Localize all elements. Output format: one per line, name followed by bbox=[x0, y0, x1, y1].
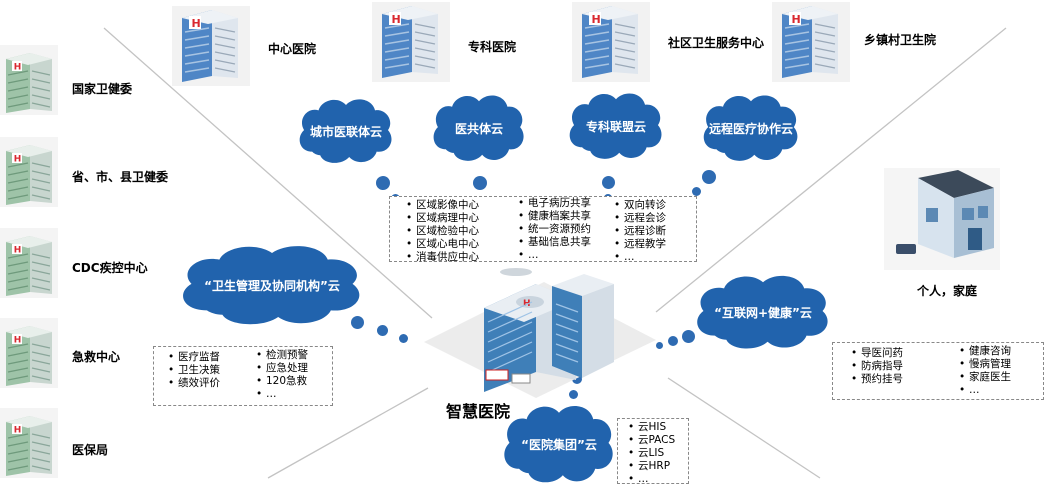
list-item: 检测预警 bbox=[256, 349, 308, 362]
list-item: 医疗监督 bbox=[168, 351, 220, 364]
list-item: 预约挂号 bbox=[851, 373, 903, 386]
connector-dot bbox=[602, 176, 615, 189]
cloud-hospital-group: “医院集团”云 bbox=[500, 402, 618, 486]
connector-dot bbox=[656, 342, 663, 349]
hospital-label-community: 社区卫生服务中心 bbox=[668, 36, 765, 50]
hospital-building-icon bbox=[572, 2, 650, 82]
org-label-emergency: 急救中心 bbox=[72, 350, 121, 364]
hospital-label-township: 乡镇村卫生院 bbox=[864, 33, 937, 47]
list-item: 远程教学 bbox=[614, 238, 666, 251]
list-item: 云PACS bbox=[628, 434, 675, 447]
hospital-label-central: 中心医院 bbox=[268, 42, 317, 56]
list-item: 卫生决策 bbox=[168, 364, 220, 377]
connector-dot bbox=[692, 187, 701, 196]
cloud-medical-community: 医共体云 bbox=[430, 92, 528, 164]
connector-dot bbox=[376, 176, 390, 190]
hospital-building-icon bbox=[172, 6, 250, 86]
house-icon bbox=[884, 168, 1000, 270]
org-label-provincial: 省、市、县卫健委 bbox=[72, 170, 169, 184]
list-item: 云HIS bbox=[628, 421, 675, 434]
connector-dot bbox=[702, 170, 716, 184]
list-item: 区域影像中心 bbox=[406, 199, 479, 212]
list-item: … bbox=[256, 388, 308, 401]
hospital-label-specialty: 专科医院 bbox=[468, 40, 517, 54]
hospital-building-icon bbox=[0, 137, 58, 207]
org-label-cdc: CDC疾控中心 bbox=[72, 261, 148, 275]
center-title: 智慧医院 bbox=[446, 402, 511, 421]
center-list-col3: 双向转诊 远程会诊 远程诊断 远程教学 … bbox=[600, 199, 666, 264]
list-item: 应急处理 bbox=[256, 362, 308, 375]
internet-list-col1: 导医问药 防病指导 预约挂号 bbox=[837, 347, 903, 386]
center-list-col1: 区域影像中心 区域病理中心 区域检验中心 区域心电中心 消毒供应中心 bbox=[392, 199, 479, 264]
list-item: 基础信息共享 bbox=[518, 236, 591, 249]
list-item: 健康咨询 bbox=[959, 345, 1011, 358]
list-item: 120急救 bbox=[256, 375, 308, 388]
list-item: 双向转诊 bbox=[614, 199, 666, 212]
list-item: … bbox=[614, 251, 666, 264]
cloud-remote-medical: 远程医疗协作云 bbox=[700, 92, 802, 164]
cloud-health-management: “卫生管理及协同机构”云 bbox=[176, 242, 368, 328]
connector-dot bbox=[473, 176, 487, 190]
center-list-col2: 电子病历共享 健康档案共享 统一资源预约 基础信息共享 … bbox=[504, 197, 591, 262]
group-list: 云HIS 云PACS 云LIS 云HRP … bbox=[614, 421, 675, 486]
hospital-building-icon bbox=[0, 45, 58, 115]
list-item: 消毒供应中心 bbox=[406, 251, 479, 264]
internet-services-box: 导医问药 防病指导 预约挂号 健康咨询 慢病管理 家庭医生 … bbox=[832, 342, 1044, 400]
hospital-building-icon bbox=[772, 2, 850, 82]
list-item: 云HRP bbox=[628, 460, 675, 473]
list-item: 慢病管理 bbox=[959, 358, 1011, 371]
person-family-label: 个人，家庭 bbox=[917, 284, 978, 298]
connector-dot bbox=[351, 316, 364, 329]
list-item: 家庭医生 bbox=[959, 371, 1011, 384]
list-item: 统一资源预约 bbox=[518, 223, 591, 236]
list-item: 导医问药 bbox=[851, 347, 903, 360]
hospital-building-icon bbox=[0, 228, 58, 298]
connector-dot bbox=[682, 330, 695, 343]
list-item: 远程诊断 bbox=[614, 225, 666, 238]
connector-dot bbox=[399, 334, 408, 343]
list-item: 防病指导 bbox=[851, 360, 903, 373]
hospital-building-icon bbox=[0, 318, 58, 388]
connector-dot bbox=[569, 390, 578, 399]
internet-list-col2: 健康咨询 慢病管理 家庭医生 … bbox=[945, 345, 1011, 397]
hospital-building-icon bbox=[0, 408, 58, 478]
org-label-insurance: 医保局 bbox=[72, 443, 109, 457]
cloud-city-medical-alliance: 城市医联体云 bbox=[296, 96, 396, 166]
list-item: 云LIS bbox=[628, 447, 675, 460]
mgmt-list-col1: 医疗监督 卫生决策 绩效评价 bbox=[154, 351, 220, 390]
connector-dot bbox=[668, 336, 678, 346]
list-item: 绩效评价 bbox=[168, 377, 220, 390]
cloud-internet-health: “互联网+健康”云 bbox=[692, 272, 834, 352]
center-services-box: 区域影像中心 区域病理中心 区域检验中心 区域心电中心 消毒供应中心 电子病历共… bbox=[389, 196, 697, 264]
list-item: … bbox=[518, 249, 591, 262]
mgmt-list-col2: 检测预警 应急处理 120急救 … bbox=[242, 349, 308, 401]
connector-dot bbox=[572, 374, 582, 384]
list-item: 区域病理中心 bbox=[406, 212, 479, 225]
hospital-building-icon bbox=[372, 2, 450, 82]
list-item: 区域检验中心 bbox=[406, 225, 479, 238]
connector-dot bbox=[377, 325, 388, 336]
group-services-box: 云HIS 云PACS 云LIS 云HRP … bbox=[614, 418, 689, 486]
list-item: 健康档案共享 bbox=[518, 210, 591, 223]
management-services-box: 医疗监督 卫生决策 绩效评价 检测预警 应急处理 120急救 … bbox=[153, 346, 333, 406]
list-item: 远程会诊 bbox=[614, 212, 666, 225]
list-item: 电子病历共享 bbox=[518, 197, 591, 210]
list-item: … bbox=[628, 473, 675, 486]
org-label-nhc: 国家卫健委 bbox=[72, 82, 133, 96]
list-item: … bbox=[959, 384, 1011, 397]
cloud-specialty-alliance: 专科联盟云 bbox=[566, 90, 666, 162]
list-item: 区域心电中心 bbox=[406, 238, 479, 251]
smart-hospital-illustration: H bbox=[424, 268, 656, 398]
